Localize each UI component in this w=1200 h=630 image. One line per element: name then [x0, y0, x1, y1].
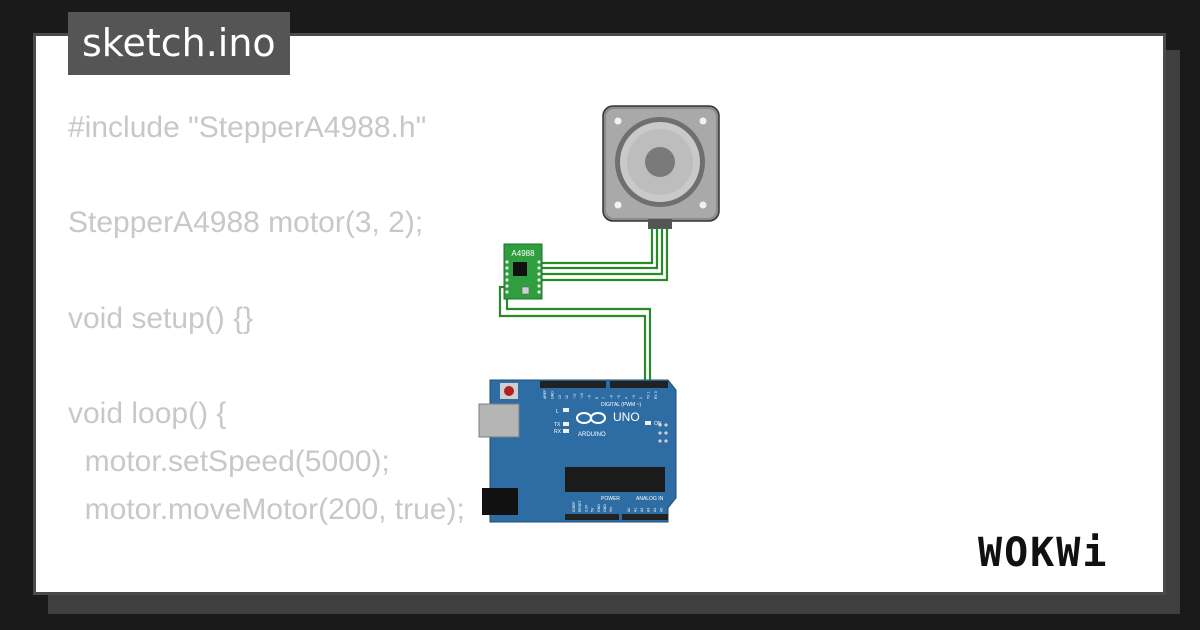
- pin-label: RESET: [578, 499, 582, 512]
- signal-wires: [498, 285, 652, 384]
- code-line: void setup() {}: [68, 301, 254, 335]
- arduino-uno[interactable]: UNO ARDUINO DIGITAL (PWM ~) POWER ANALOG…: [478, 379, 677, 523]
- pin-label: A0: [627, 508, 631, 512]
- pin-label: 7: [602, 397, 606, 399]
- driver-label: A4988: [511, 249, 535, 258]
- arduino-brand-label: ARDUINO: [578, 432, 606, 438]
- pin-label: ~11: [573, 393, 577, 399]
- wokwi-logo-text: WOKWi: [978, 530, 1108, 576]
- pin-label: A3: [647, 508, 651, 512]
- code-preview: #include "StepperA4988.h" StepperA4988 mo…: [68, 104, 465, 592]
- on-led-label: ON: [654, 421, 662, 427]
- pin-label: 2: [639, 397, 643, 399]
- pin-label: A2: [640, 508, 644, 512]
- pin-label: ~5: [617, 395, 621, 399]
- rx-led-label: RX: [554, 429, 562, 435]
- pin-label: 5V: [591, 507, 595, 512]
- pin-label: 12: [565, 395, 569, 399]
- pin-label: A5: [660, 508, 664, 512]
- wokwi-logo: WOKWi: [978, 530, 1108, 576]
- pin-label: GND: [603, 504, 607, 512]
- pin-label: GND: [597, 504, 601, 512]
- code-line: motor.setSpeed(1000);: [68, 581, 465, 592]
- code-line: #include "StepperA4988.h": [68, 111, 427, 144]
- pin-label: ~10: [580, 393, 584, 399]
- power-header-label: POWER: [601, 496, 620, 502]
- pin-label: ~9: [587, 395, 591, 399]
- stepper-motor[interactable]: [602, 105, 720, 229]
- code-line: StepperA4988 motor(3, 2);: [68, 206, 424, 240]
- l-led-label: L: [556, 409, 559, 415]
- pin-label: ~6: [610, 395, 614, 399]
- project-card: #include "StepperA4988.h" StepperA4988 mo…: [33, 33, 1166, 595]
- code-line: void loop() {: [68, 397, 227, 431]
- a4988-driver[interactable]: A4988: [503, 243, 543, 300]
- pin-label: A4: [653, 508, 657, 512]
- pin-label: 8: [595, 397, 599, 399]
- pin-label: 3.3V: [584, 504, 588, 512]
- code-line: motor.moveMotor(200, true);: [68, 492, 465, 526]
- digital-header-label: DIGITAL (PWM ~): [601, 402, 641, 408]
- pin-label: A1: [634, 508, 638, 512]
- pin-label: 4: [624, 397, 628, 399]
- pin-label: AREF: [543, 390, 547, 399]
- pin-label: 13: [558, 395, 562, 399]
- analog-header-label: ANALOG IN: [636, 496, 664, 502]
- pin-label: ~3: [632, 395, 636, 399]
- code-line: motor.setSpeed(5000);: [68, 444, 390, 478]
- file-tab[interactable]: sketch.ino: [68, 12, 290, 75]
- pin-label: RX 0: [654, 391, 658, 399]
- arduino-model-label: UNO: [613, 410, 640, 424]
- pin-label: GND: [550, 391, 554, 399]
- tx-led-label: TX: [554, 422, 561, 428]
- pin-label: IOREF: [572, 501, 576, 512]
- pin-label: Vin: [609, 507, 613, 512]
- pin-label: TX 1: [647, 392, 651, 399]
- motor-wires: [538, 228, 669, 282]
